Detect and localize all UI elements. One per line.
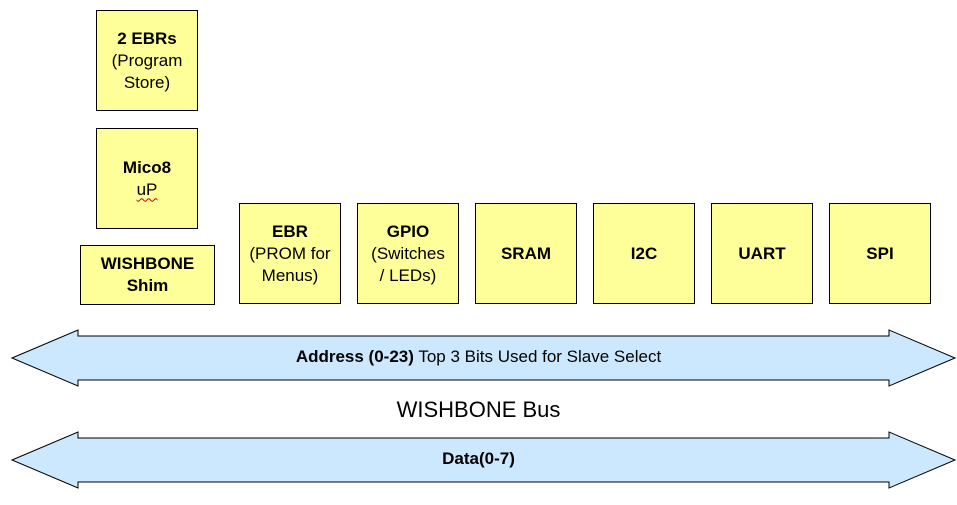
shim-line2: Shim (126, 276, 169, 295)
data-bus-label: Data(0-7) (442, 449, 515, 468)
address-bus-rest: Top 3 Bits Used for Slave Select (413, 347, 662, 366)
data-bus-arrow (10, 431, 957, 489)
mico8-title: Mico8 (122, 157, 172, 177)
uart-title: UART (738, 243, 786, 263)
i2c-block: I2C (593, 203, 695, 304)
shim-line1: WISHBONE (100, 254, 195, 273)
gpio-line2: / LEDs) (379, 265, 437, 285)
gpio-title: GPIO (386, 221, 430, 241)
address-bus-bold: Address (0-23) (295, 347, 414, 366)
address-bus-label: Address (0-23) Top 3 Bits Used for Slave… (0, 347, 957, 367)
address-bus-arrow (10, 329, 957, 387)
ebr-title: EBR (272, 221, 308, 241)
i2c-title: I2C (630, 243, 658, 263)
ebr-line2: Menus) (261, 265, 319, 285)
ebr-prom-block: EBR (PROM for Menus) (239, 203, 341, 304)
ebrs-line2: Store) (123, 72, 171, 92)
gpio-line1: (Switches (371, 243, 445, 263)
sram-title: SRAM (500, 243, 552, 263)
spi-block: SPI (829, 203, 931, 304)
gpio-block: GPIO (Switches / LEDs) (357, 203, 459, 304)
sram-block: SRAM (475, 203, 577, 304)
wishbone-bus-title: WISHBONE Bus (396, 397, 561, 422)
ebrs-line1: (Program (111, 50, 183, 70)
spi-title: SPI (866, 243, 894, 263)
ebrs-program-store-block: 2 EBRs (Program Store) (96, 10, 198, 111)
ebrs-title: 2 EBRs (117, 28, 177, 48)
mico8-block: Mico8 uP (96, 128, 198, 229)
wishbone-shim-block: WISHBONE Shim (80, 245, 215, 305)
mico8-line1: uP (136, 179, 158, 199)
uart-block: UART (711, 203, 813, 304)
ebr-line1: (PROM for (249, 243, 331, 263)
